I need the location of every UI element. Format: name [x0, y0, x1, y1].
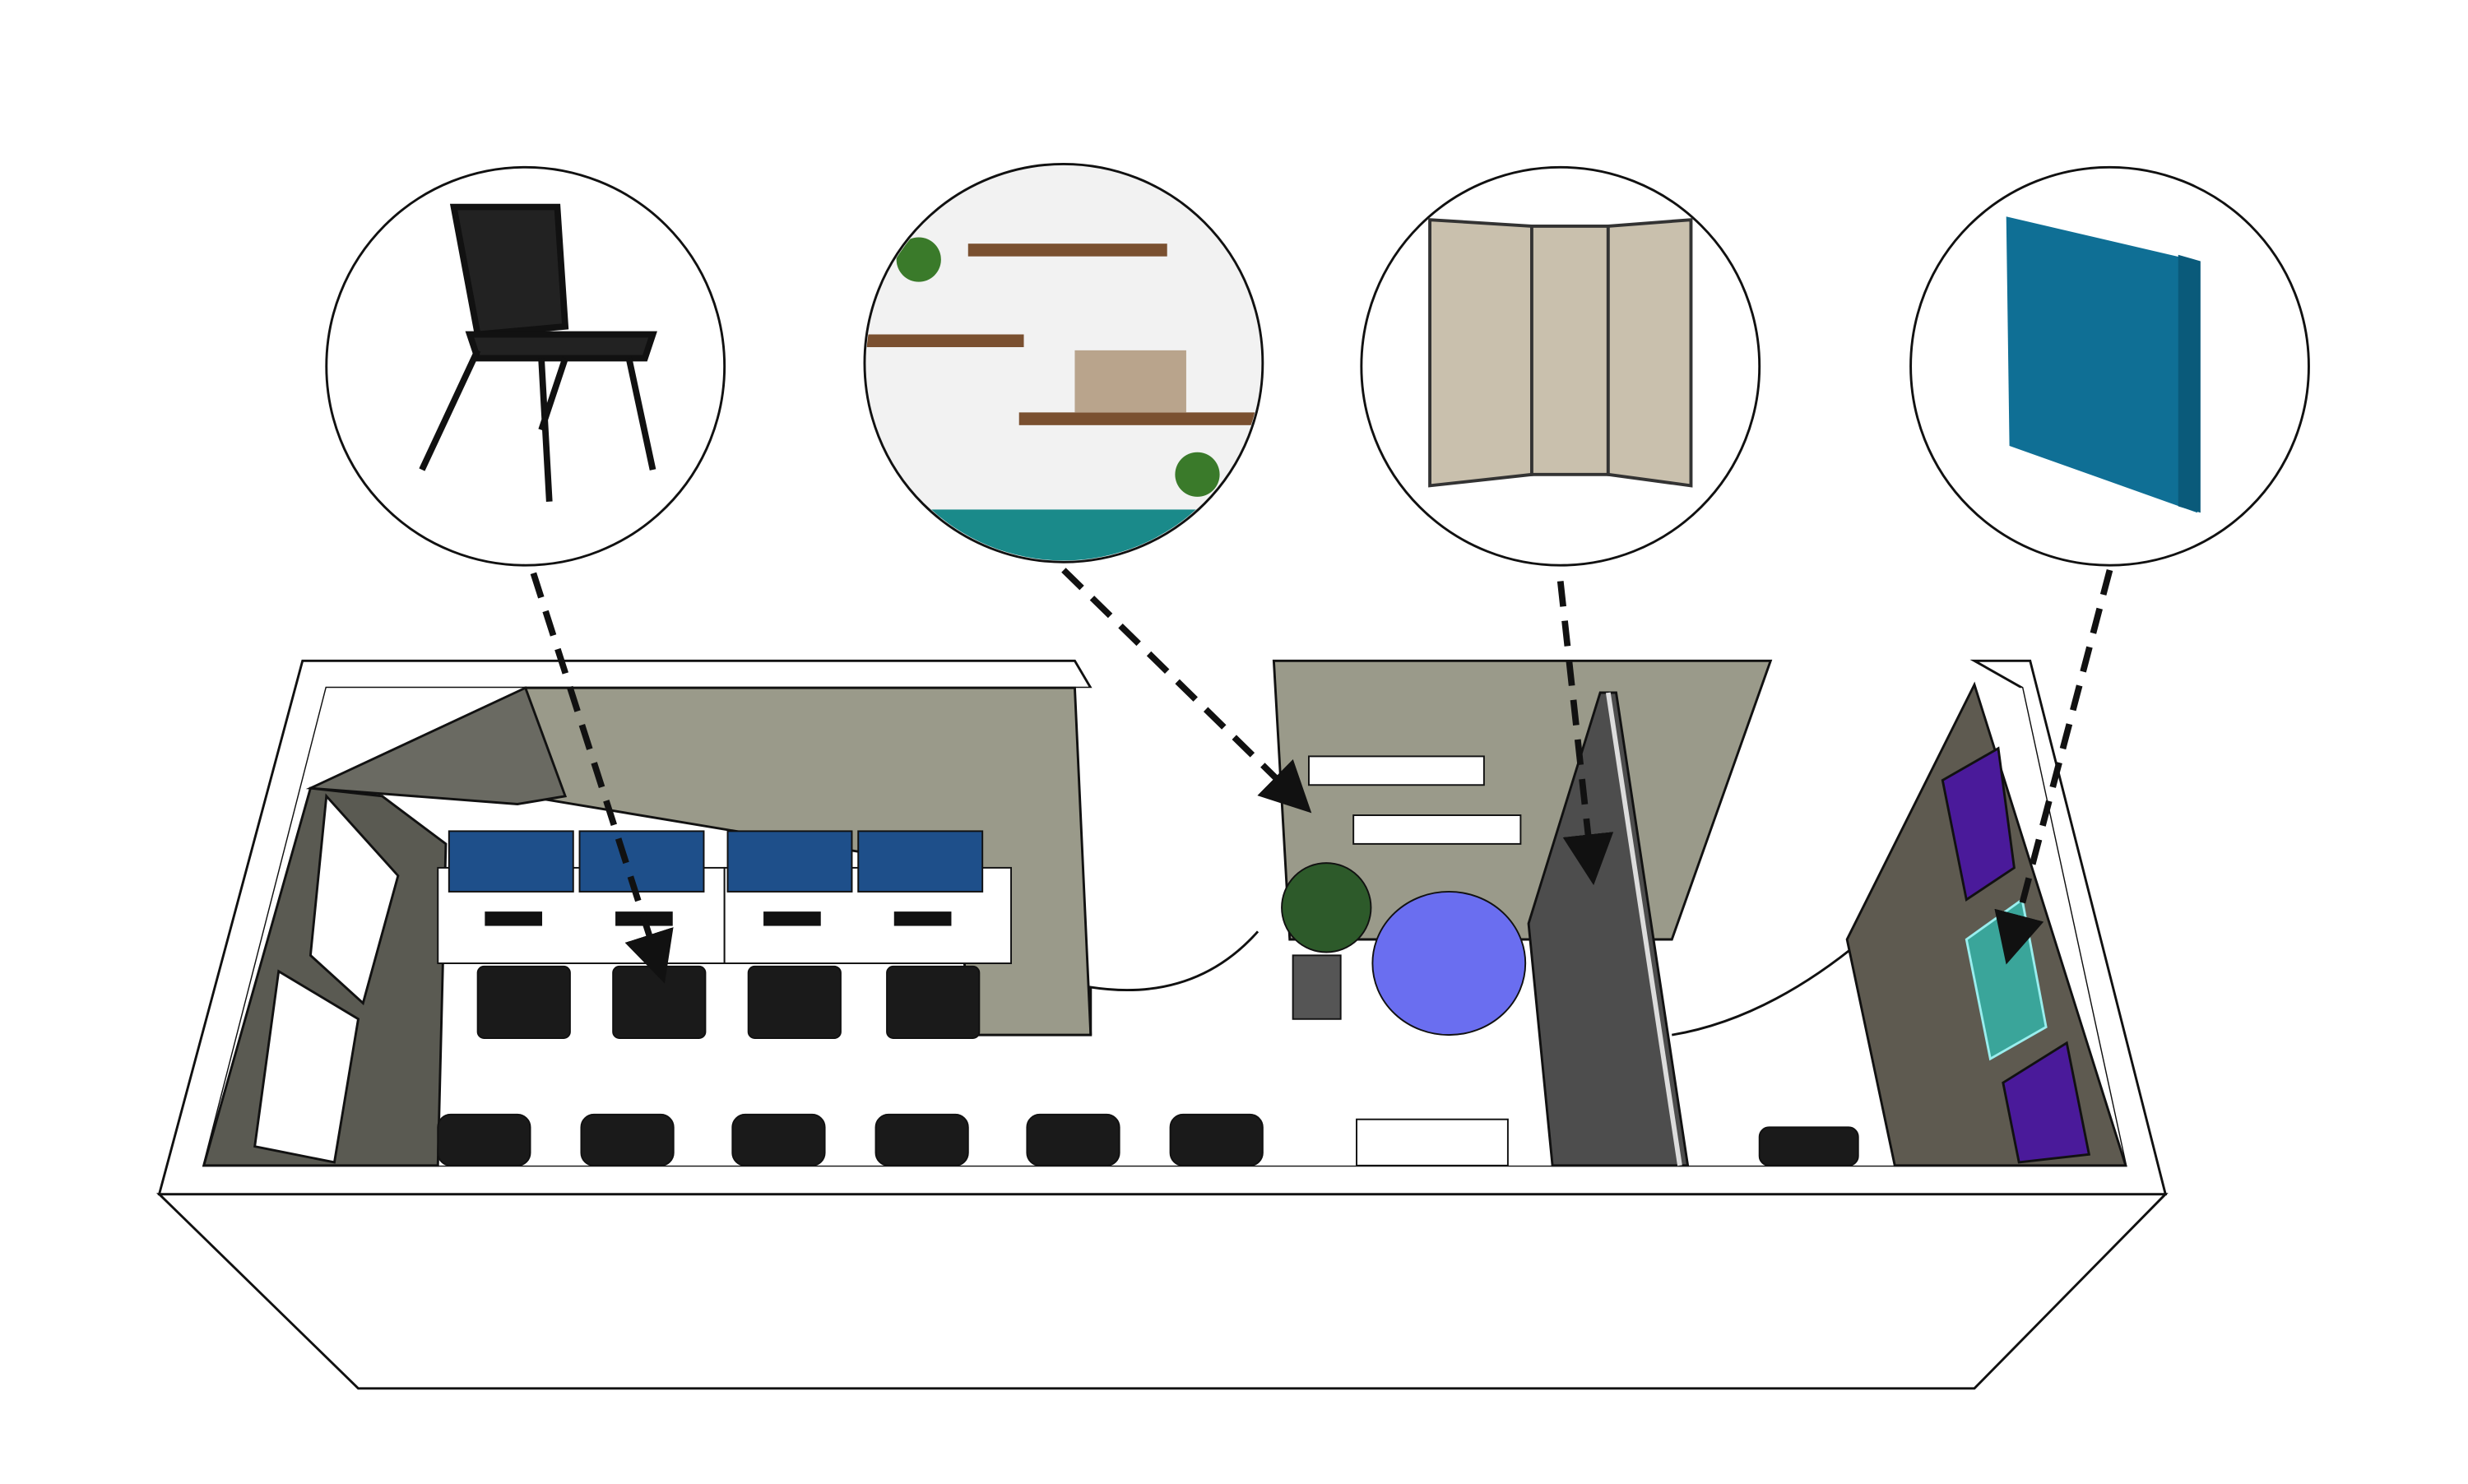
workstations [437, 830, 1859, 1166]
partition-wall [1527, 691, 1690, 1167]
partition-edge [1605, 692, 1682, 1166]
arrow-chair [530, 572, 674, 984]
callout-folding-chair [325, 165, 726, 567]
lounge [1281, 755, 1527, 1166]
callout-room-divider [1360, 165, 1761, 567]
acoustic-panel-purple [2002, 1041, 2091, 1164]
window [253, 969, 360, 1164]
acoustic-panel-icon [2006, 216, 2201, 513]
acoustic-panel-purple [1941, 746, 2016, 902]
arrow-shelves [1061, 568, 1312, 814]
wall-column [305, 686, 568, 805]
callout-wall-shelves [863, 162, 1264, 563]
door-swing [1089, 930, 1260, 1036]
desk-chairs [437, 965, 1859, 1166]
door-swing [1672, 938, 1864, 1036]
side-table [1356, 1118, 1509, 1166]
monitor [578, 830, 705, 893]
plant-pot [1292, 954, 1342, 1020]
monitor [448, 830, 574, 893]
room [155, 659, 2169, 1390]
room-divider-icon [1428, 218, 1693, 488]
arrow-panel [1994, 568, 2113, 965]
wall-shelf [1308, 755, 1485, 786]
callout-arrows [530, 568, 2113, 984]
wall-shelf [1352, 814, 1522, 845]
lounge-chair [1371, 890, 1527, 1036]
monitor [857, 830, 984, 893]
room-front-wall [155, 1193, 2169, 1390]
arrow-divider [1556, 581, 1614, 886]
monitor [726, 830, 853, 893]
plant [1281, 862, 1372, 953]
keyboards [485, 911, 952, 926]
monitors [448, 830, 984, 893]
callout-acoustic-panel [1909, 165, 2310, 567]
window [308, 793, 400, 1006]
folding-chair-icon [419, 203, 657, 502]
